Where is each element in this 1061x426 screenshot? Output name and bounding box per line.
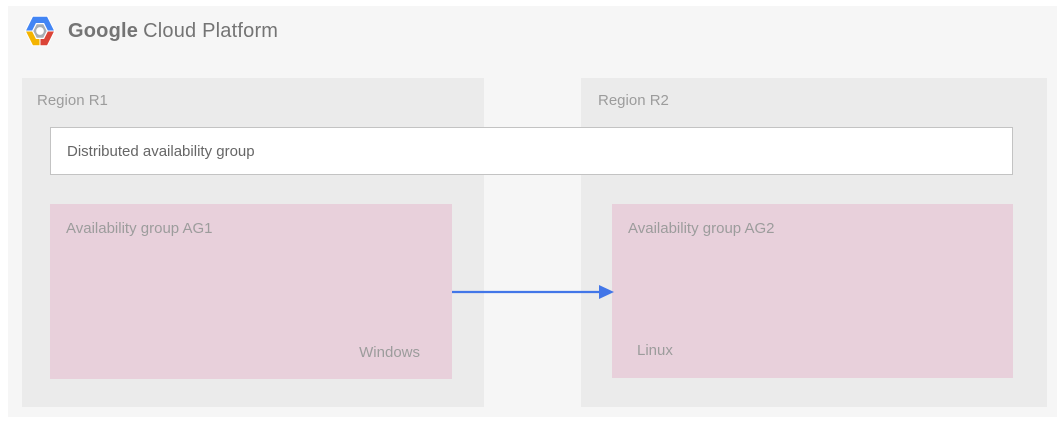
distributed-availability-group-label: Distributed availability group — [67, 142, 255, 160]
ag1-os-label: Windows — [359, 344, 420, 361]
region-r1-label: Region R1 — [37, 92, 108, 109]
ag2-os-label: Linux — [637, 342, 673, 359]
region-r2-label: Region R2 — [598, 92, 669, 109]
replication-arrow-icon — [452, 285, 614, 299]
brand-secondary: Cloud Platform — [143, 19, 279, 42]
availability-group-ag2-label: Availability group AG2 — [628, 220, 775, 237]
availability-group-ag1-box: Availability group AG1 Windows — [50, 204, 452, 379]
brand-primary: Google — [68, 19, 139, 42]
google-cloud-platform-logo-icon — [24, 15, 56, 47]
availability-group-ag2-box: Availability group AG2 Linux — [612, 204, 1013, 378]
availability-group-ag1-label: Availability group AG1 — [66, 220, 213, 237]
distributed-availability-group-box: Distributed availability group — [50, 127, 1013, 175]
